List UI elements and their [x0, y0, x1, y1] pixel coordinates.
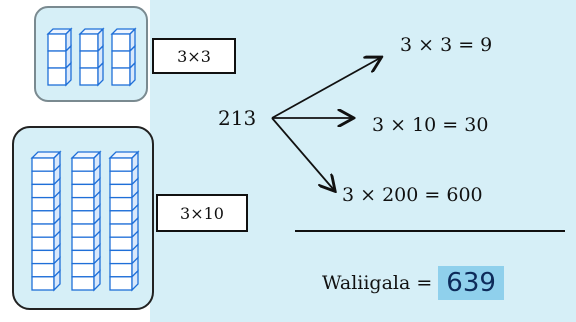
total-result: Waliigala = 639 — [322, 266, 504, 300]
unit-cube — [71, 269, 101, 292]
equation-ones: 3 × 3 = 9 — [400, 34, 493, 56]
unit-cube — [111, 44, 136, 70]
unit-cube — [111, 61, 136, 87]
total-value: 639 — [438, 266, 504, 300]
unit-cube — [109, 242, 139, 266]
sum-divider-line — [295, 230, 565, 232]
unit-cube — [47, 27, 72, 53]
arrow-to-hundreds — [271, 117, 334, 190]
unit-cube — [71, 229, 101, 252]
number-213: 213 — [218, 106, 257, 130]
unit-cube — [47, 61, 72, 87]
large-group-label: 3×10 — [156, 194, 248, 232]
total-label: Waliigala = — [322, 272, 433, 294]
unit-cube — [31, 269, 61, 292]
arrow-to-ones — [271, 58, 380, 119]
equation-tens: 3 × 10 = 30 — [372, 114, 489, 136]
unit-cube — [111, 27, 136, 53]
unit-cube — [109, 269, 139, 292]
small-group-label: 3×3 — [152, 38, 236, 74]
equation-hundreds: 3 × 200 = 600 — [342, 184, 483, 206]
unit-cube — [109, 176, 139, 200]
unit-cube — [79, 61, 104, 87]
